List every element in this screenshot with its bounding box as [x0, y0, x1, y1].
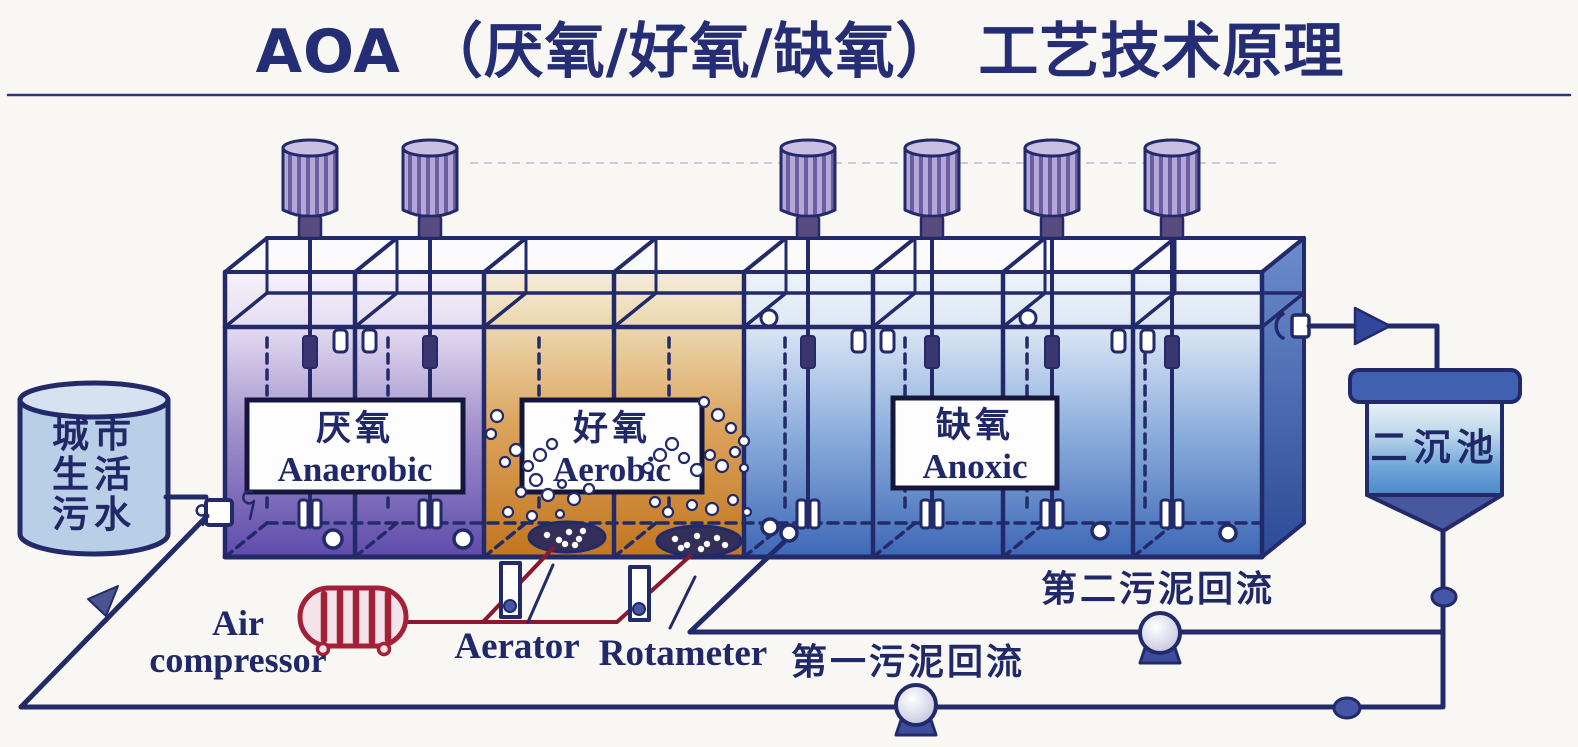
clarifier-label: 二沉池 [1371, 427, 1500, 469]
air-compressor [297, 585, 409, 657]
aerobic-label-cn: 好氧 [572, 409, 651, 448]
anaerobic-label-cn: 厌氧 [316, 409, 394, 448]
rotameter-2 [628, 565, 651, 622]
source-label-2: 生活 [52, 454, 136, 496]
aerator-disk-1 [527, 520, 607, 554]
aerator-label: Aerator [454, 626, 579, 667]
page-title: AOA （厌氧/好氧/缺氧） 工艺技术原理 [256, 17, 1345, 87]
anoxic-label-en: Anoxic [923, 447, 1028, 486]
junction-dot-1 [1430, 586, 1458, 608]
rotameter-leader-line [668, 575, 697, 630]
rotameter-1 [499, 561, 522, 619]
air-system [297, 546, 697, 657]
secondary-clarifier: 二沉池 [1348, 368, 1522, 533]
source-cylinder: 城市 生活 污水 [17, 380, 171, 557]
aerator-leader-line [526, 563, 555, 624]
source-label-3: 污水 [52, 494, 136, 536]
aerator-disk-2 [655, 524, 743, 558]
air-compressor-label-2: compressor [149, 640, 326, 680]
source-label-1: 城市 [52, 413, 136, 456]
anoxic-label-cn: 缺氧 [936, 406, 1014, 445]
first-return-label: 第一污泥回流 [791, 642, 1025, 682]
label-box-anoxic: 缺氧 Anoxic [890, 395, 1060, 491]
flow-lines [18, 306, 1446, 710]
air-compressor-label-1: Air [212, 603, 264, 643]
sludge-pump-2 [1138, 611, 1182, 665]
second-return-label: 第二污泥回流 [1041, 569, 1275, 609]
tank-right-face [1260, 236, 1306, 559]
air-bubbles [484, 395, 753, 523]
outlet-arrow [1353, 306, 1392, 346]
label-box-anaerobic: 厌氧 Anaerobic [244, 397, 466, 495]
anaerobic-label-en: Anaerobic [278, 450, 433, 489]
inlet-arrow [87, 585, 119, 617]
sludge-pump-1 [894, 683, 938, 737]
junction-dot-2 [1332, 696, 1362, 720]
rotameter-label: Rotameter [599, 633, 767, 674]
